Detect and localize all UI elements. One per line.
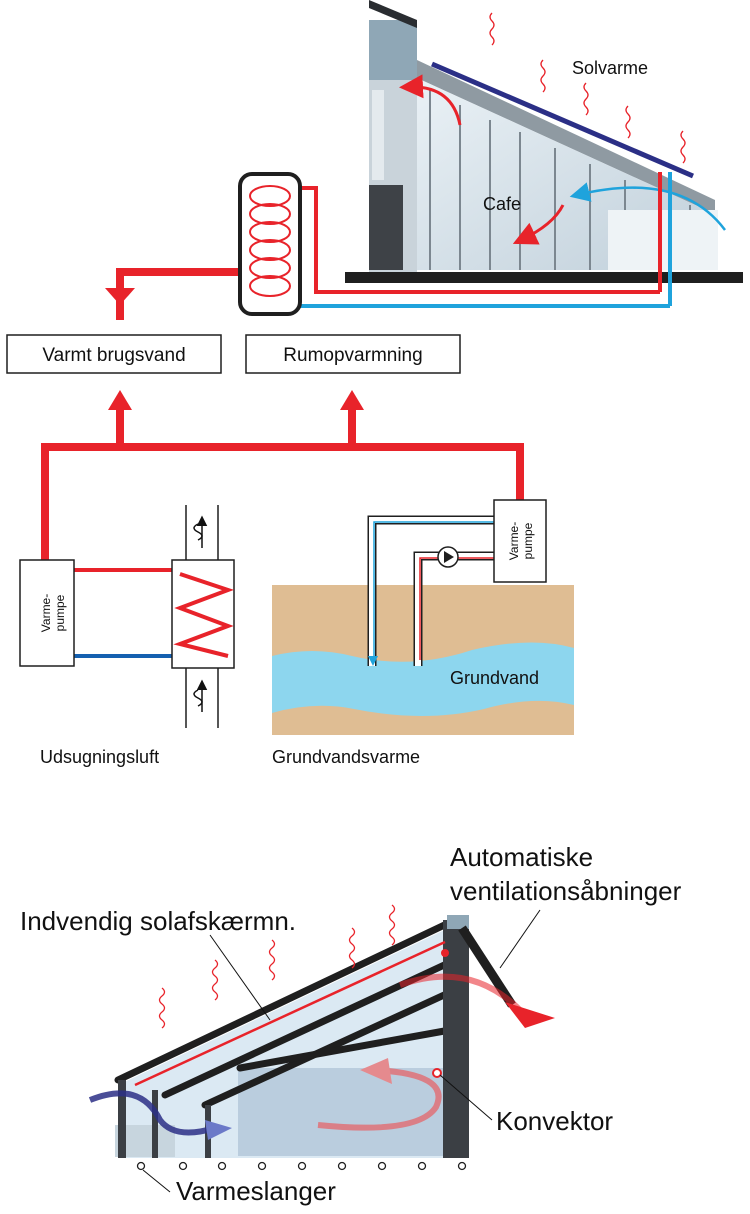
- flow-arrowheads: [105, 288, 364, 410]
- groundwater-heat-label: Grundvandsvarme: [272, 747, 420, 767]
- heating-coils-label: Varmeslanger: [176, 1176, 336, 1206]
- storage-tank: [238, 172, 302, 316]
- heat-pump-right-line: pumpe: [521, 522, 535, 559]
- solar-heat-label: Solvarme: [572, 58, 648, 78]
- sun-heat-waves: [489, 12, 686, 164]
- heat-pump-right-line: Varme-: [507, 522, 521, 560]
- heating-coils: [136, 1161, 467, 1171]
- space-heating-box: [245, 334, 461, 374]
- cafe-building: [345, 0, 743, 306]
- exhaust-arrow: [398, 973, 523, 1013]
- hot-water-label: Varmt brugsvand: [42, 345, 185, 366]
- pipes: [41, 186, 670, 560]
- groundwater-label: Grundvand: [450, 668, 539, 688]
- auto-vents-label-line1: Automatiske: [450, 842, 593, 872]
- interior-shade-label: Indvendig solafskærmn.: [20, 906, 296, 936]
- heat-pump-left-line: pumpe: [53, 594, 67, 631]
- warm-air-arrow: [399, 74, 462, 126]
- convector-label: Konvektor: [496, 1106, 613, 1136]
- exhaust-air-label: Udsugningsluft: [40, 747, 159, 767]
- groundwater-system: [272, 499, 574, 735]
- auto-vents-label-line2: ventilationsåbninger: [450, 876, 682, 906]
- cafe-label: Cafe: [483, 194, 521, 214]
- floor-slab: [345, 272, 743, 283]
- inflow-arrow: [88, 1090, 216, 1136]
- hot-water-box: [6, 334, 222, 374]
- cold-air-arrow: [569, 182, 726, 231]
- solar-panel: [431, 61, 694, 179]
- heat-pump-left-label: Varme-pumpe: [39, 594, 67, 632]
- exhaust-air-system: [19, 505, 235, 728]
- heat-pump-right-label: Varme-pumpe: [507, 522, 535, 560]
- convection-arrow: [317, 1068, 442, 1131]
- space-heating-label: Rumopvarmning: [283, 345, 422, 366]
- heat-pump-left-line: Varme-: [39, 594, 53, 632]
- greenhouse-section: [88, 904, 555, 1193]
- cafe-air-arrow: [512, 204, 565, 245]
- interior-shade-line: [134, 940, 446, 1087]
- convector-marker: [432, 1068, 442, 1078]
